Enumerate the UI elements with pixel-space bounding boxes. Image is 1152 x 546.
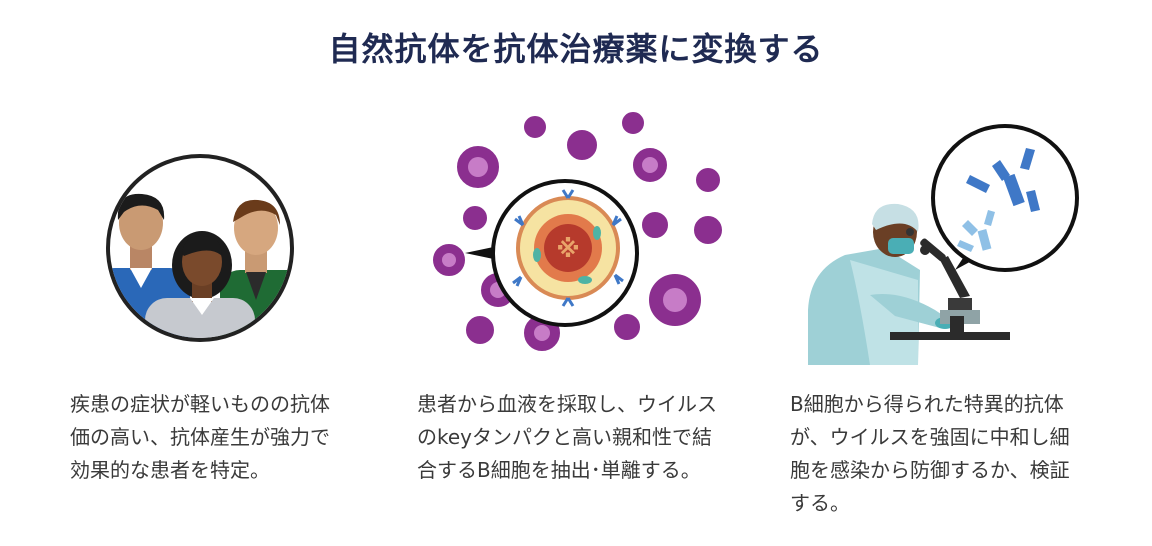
page-title: 自然抗体を抗体治療薬に変換する [328,30,824,68]
virus-bcell-icon: ※ [433,112,722,351]
scientist-microscope-icon [808,124,1079,365]
step-3-text: B細胞から得られた特異的抗体 が、ウイルスを強固に中和し細 胞を感染から防御する… [790,392,1070,515]
step-1-text: 疾患の症状が軽いものの抗体 価の高い、抗体産生が強力で 効果的な患者を特定。 [70,392,330,482]
svg-text:※: ※ [556,235,579,263]
patients-group-icon [106,154,294,342]
step-2-text: 患者から血液を採取し、ウイルス のkeyタンパクと高い親和性で結 合するB細胞を… [417,392,717,482]
